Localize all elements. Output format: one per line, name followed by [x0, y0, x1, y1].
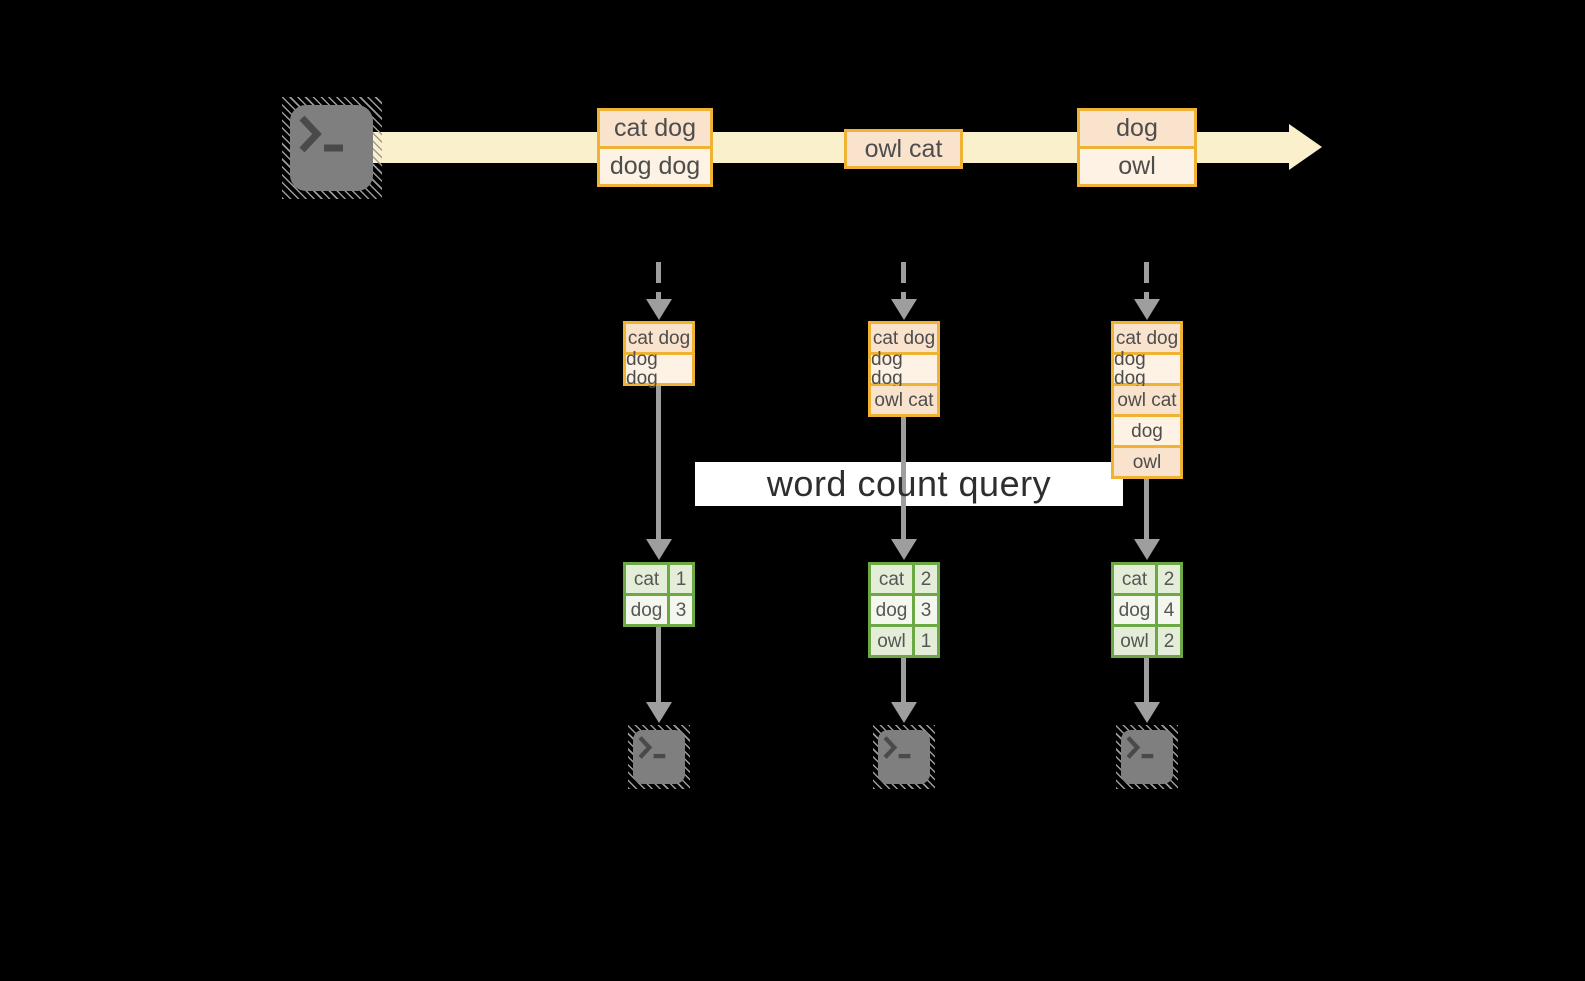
- count-value: 2: [915, 565, 937, 593]
- stream-event-group-1: cat dog dog dog: [597, 108, 713, 187]
- terminal-body: [290, 105, 373, 191]
- snapshot-arrow-stem: [656, 262, 661, 299]
- terminal-body: [878, 730, 930, 784]
- buffer-item: owl cat: [871, 386, 937, 414]
- stream-event-group-2: owl cat: [844, 129, 963, 169]
- buffer-item: cat dog: [1114, 324, 1180, 352]
- count-row: dog 3: [626, 596, 692, 624]
- output-arrow-stem: [901, 658, 906, 703]
- stream-event: dog: [1080, 111, 1194, 146]
- query-arrowhead-icon: [891, 539, 917, 560]
- buffer-stack-2: cat dog dog dog owl cat: [868, 321, 940, 417]
- query-arrow-stem: [1144, 479, 1149, 541]
- output-arrowhead-icon: [891, 702, 917, 723]
- snapshot-arrowhead-icon: [1134, 299, 1160, 320]
- buffer-item: dog dog: [871, 350, 937, 388]
- count-word: dog: [626, 596, 667, 624]
- snapshot-arrow-stem: [1144, 262, 1149, 299]
- count-row: cat 2: [871, 565, 937, 593]
- buffer-item: dog dog: [1114, 350, 1180, 388]
- snapshot-arrowhead-icon: [646, 299, 672, 320]
- buffer-stack-1: cat dog dog dog: [623, 321, 695, 388]
- count-word: cat: [871, 565, 912, 593]
- count-row: owl 2: [1114, 627, 1180, 655]
- count-row: dog 3: [871, 596, 937, 624]
- terminal-prompt-icon: [638, 736, 666, 759]
- query-arrowhead-icon: [1134, 539, 1160, 560]
- buffer-stack-3: cat dog dog dog owl cat dog owl: [1111, 321, 1183, 479]
- count-table-1: cat 1 dog 3: [623, 562, 695, 627]
- output-arrowhead-icon: [646, 702, 672, 723]
- terminal-body: [633, 730, 685, 784]
- terminal-prompt-icon: [1126, 736, 1154, 759]
- count-value: 2: [1158, 565, 1180, 593]
- buffer-item: cat dog: [871, 324, 937, 352]
- query-banner-label: word count query: [766, 463, 1052, 504]
- count-row: cat 2: [1114, 565, 1180, 593]
- stream-event: owl cat: [847, 132, 960, 166]
- count-word: owl: [1114, 627, 1155, 655]
- count-value: 1: [670, 565, 692, 593]
- stream-event: owl: [1080, 149, 1194, 184]
- buffer-item: owl cat: [1114, 386, 1180, 414]
- count-row: cat 1: [626, 565, 692, 593]
- count-value: 1: [915, 627, 937, 655]
- output-arrow-stem: [656, 627, 661, 703]
- query-arrowhead-icon: [646, 539, 672, 560]
- buffer-item: dog dog: [626, 350, 692, 388]
- count-row: owl 1: [871, 627, 937, 655]
- count-row: dog 4: [1114, 596, 1180, 624]
- sink-terminal-icon-1: [628, 725, 690, 789]
- snapshot-arrow-stem: [901, 262, 906, 299]
- sink-terminal-icon-3: [1116, 725, 1178, 789]
- count-word: dog: [871, 596, 912, 624]
- output-arrowhead-icon: [1134, 702, 1160, 723]
- buffer-item: dog: [1114, 417, 1180, 445]
- snapshot-arrowhead-icon: [891, 299, 917, 320]
- source-terminal-icon: [282, 97, 382, 199]
- query-arrow-stem: [656, 386, 661, 541]
- count-word: dog: [1114, 596, 1155, 624]
- terminal-prompt-icon: [299, 115, 343, 153]
- terminal-body: [1121, 730, 1173, 784]
- stream-band-arrowhead-icon: [1289, 124, 1322, 170]
- terminal-prompt-icon: [883, 736, 911, 759]
- sink-terminal-icon-2: [873, 725, 935, 789]
- count-table-3: cat 2 dog 4 owl 2: [1111, 562, 1183, 658]
- buffer-item: cat dog: [626, 324, 692, 352]
- count-value: 4: [1158, 596, 1180, 624]
- count-table-2: cat 2 dog 3 owl 1: [868, 562, 940, 658]
- count-value: 3: [670, 596, 692, 624]
- count-value: 2: [1158, 627, 1180, 655]
- count-word: cat: [1114, 565, 1155, 593]
- output-arrow-stem: [1144, 658, 1149, 703]
- stream-event-group-3: dog owl: [1077, 108, 1197, 187]
- count-value: 3: [915, 596, 937, 624]
- stream-event: dog dog: [600, 149, 710, 184]
- stream-event: cat dog: [600, 111, 710, 146]
- query-banner-background: [695, 462, 1123, 506]
- buffer-item: owl: [1114, 448, 1180, 476]
- query-arrow-stem: [901, 417, 906, 541]
- count-word: owl: [871, 627, 912, 655]
- count-word: cat: [626, 565, 667, 593]
